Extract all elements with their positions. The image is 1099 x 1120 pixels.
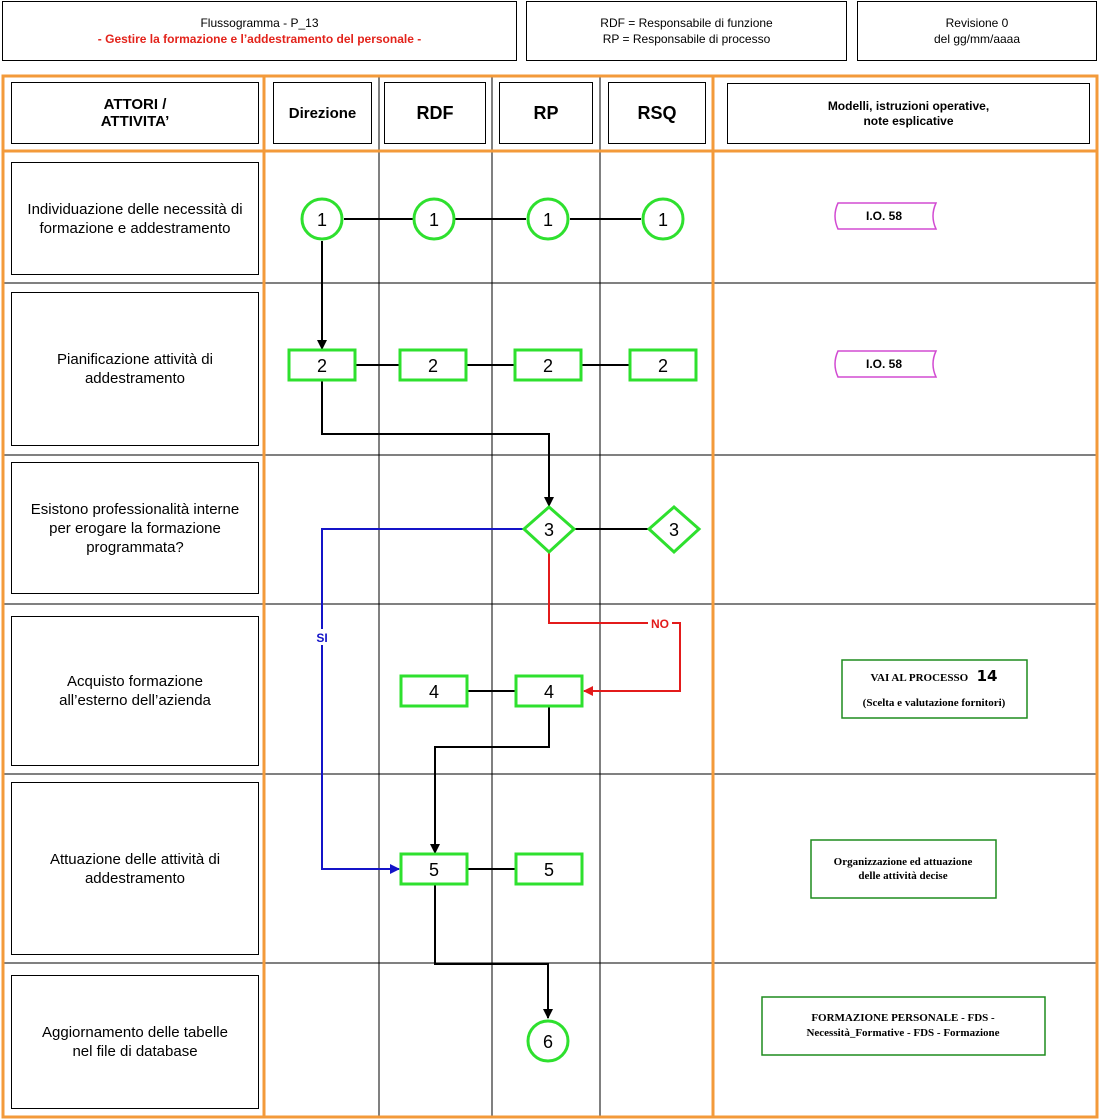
yes-label: SI — [316, 631, 327, 645]
step-4-rdf-node — [399, 674, 469, 708]
database-line2: Necessità_Formative - FDS - Formazione — [806, 1027, 999, 1039]
no-branch-connector — [548, 552, 681, 696]
step-2-rsq-node — [628, 348, 698, 382]
row-label-aggiornamento: Aggiornamento delle tabelle nel file di … — [11, 975, 259, 1109]
step-2-rdf-label: 2 — [428, 356, 438, 376]
step-1-rp-node — [526, 197, 570, 241]
process-14-subtitle: (Scelta e valutazione fornitori) — [863, 697, 1006, 709]
process-14-box — [841, 659, 1028, 719]
step-2-rp-label: 2 — [543, 356, 553, 376]
step-1-rp-label: 1 — [543, 210, 553, 230]
models-header: Modelli, istruzioni operative, note espl… — [727, 83, 1090, 144]
step-4-rdf-label: 4 — [429, 682, 439, 702]
models-header-line1: Modelli, istruzioni operative, — [827, 98, 990, 113]
step-1-direzione-node — [300, 197, 344, 241]
column-header-direzione: Direzione — [273, 82, 372, 144]
step-5-rdf-node — [399, 852, 469, 886]
row-label-individuazione: Individuazione delle necessità di formaz… — [11, 162, 259, 275]
step-3-rsq-decision — [646, 505, 702, 555]
attuazione-box — [810, 839, 997, 899]
orange-frames — [1, 74, 1099, 1119]
step-1-rdf-node — [412, 197, 456, 241]
step-6-rp-label: 6 — [543, 1032, 553, 1052]
actors-header-line1: ATTORI / — [103, 96, 167, 113]
flowchart-title: Flussogramma - P_13 — [200, 16, 319, 30]
legend-rdf: RDF = Responsabile di funzione — [600, 16, 773, 30]
step-3-rp-label: 3 — [544, 520, 554, 540]
step-3-nodes — [521, 505, 702, 555]
step-5-nodes — [399, 852, 584, 886]
step-2-direzione-node — [287, 348, 357, 382]
no-label: NO — [651, 617, 669, 631]
actors-header-line2: ATTIVITA’ — [100, 113, 170, 130]
flowchart-title-box: Flussogramma - P_13 - Gestire la formazi… — [2, 1, 517, 61]
legend-rp: RP = Responsabile di processo — [602, 32, 771, 46]
step-5-rdf-label: 5 — [429, 860, 439, 880]
row-label-pianificazione: Pianificazione attività di addestramento — [11, 292, 259, 446]
revision-number: Revisione 0 — [945, 16, 1009, 30]
attuazione-line1: Organizzazione ed attuazione — [834, 856, 973, 868]
connectors-black — [317, 218, 648, 1019]
step-4-rp-node — [514, 674, 584, 708]
step-2-direzione-label: 2 — [317, 356, 327, 376]
actors-header: ATTORI / ATTIVITA’ — [11, 82, 259, 144]
column-header-rsq: RSQ — [608, 82, 706, 144]
process-14-text: VAI AL PROCESSO — [871, 672, 969, 684]
database-box — [761, 996, 1046, 1056]
column-header-rp: RP — [499, 82, 593, 144]
models-header-line2: note esplicative — [863, 113, 954, 128]
step-2-nodes — [287, 348, 698, 382]
step-5-rp-label: 5 — [544, 860, 554, 880]
database-line1: FORMAZIONE PERSONALE - FDS - — [811, 1012, 995, 1024]
step-4-nodes — [399, 674, 584, 708]
step-1-direzione-label: 1 — [317, 210, 327, 230]
io-58-tag-row1: I.O. 58 — [834, 202, 938, 230]
flowchart-subtitle: - Gestire la formazione e l’addestrament… — [97, 32, 422, 46]
step-4-rp-label: 4 — [544, 682, 554, 702]
step-1-nodes — [300, 197, 685, 241]
step-1-rsq-label: 1 — [658, 210, 668, 230]
process-14-number: 14 — [977, 667, 998, 685]
step-6-rp-node — [526, 1019, 570, 1063]
attuazione-line2: delle attività decise — [858, 870, 947, 882]
step-1-rdf-label: 1 — [429, 210, 439, 230]
step-3-rp-decision — [521, 505, 577, 555]
step-5-rp-node — [514, 852, 584, 886]
io-58-label-row1: I.O. 58 — [866, 209, 902, 223]
row-label-acquisto: Acquisto formazione all’esterno dell’azi… — [11, 616, 259, 766]
row-label-attuazione: Attuazione delle attività di addestramen… — [11, 782, 259, 955]
revision-box: Revisione 0 del gg/mm/aaaa — [857, 1, 1097, 61]
row-label-professionalita: Esistono professionalità interne per ero… — [11, 462, 259, 594]
io-58-label-row2: I.O. 58 — [866, 357, 902, 371]
revision-date: del gg/mm/aaaa — [933, 32, 1021, 46]
column-header-rdf: RDF — [384, 82, 486, 144]
step-2-rdf-node — [398, 348, 468, 382]
step-1-rsq-node — [641, 197, 685, 241]
step-2-rsq-label: 2 — [658, 356, 668, 376]
svg-text:VAI AL PROCESSO 14: VAI AL PROCESSO 14 — [871, 667, 998, 685]
step-3-rsq-label: 3 — [669, 520, 679, 540]
io-58-tag-row2: I.O. 58 — [834, 350, 938, 378]
step-2-rp-node — [513, 348, 583, 382]
legend-box: RDF = Responsabile di funzione RP = Resp… — [526, 1, 847, 61]
yes-branch-connector — [321, 528, 524, 874]
lane-dividers — [378, 76, 601, 1117]
